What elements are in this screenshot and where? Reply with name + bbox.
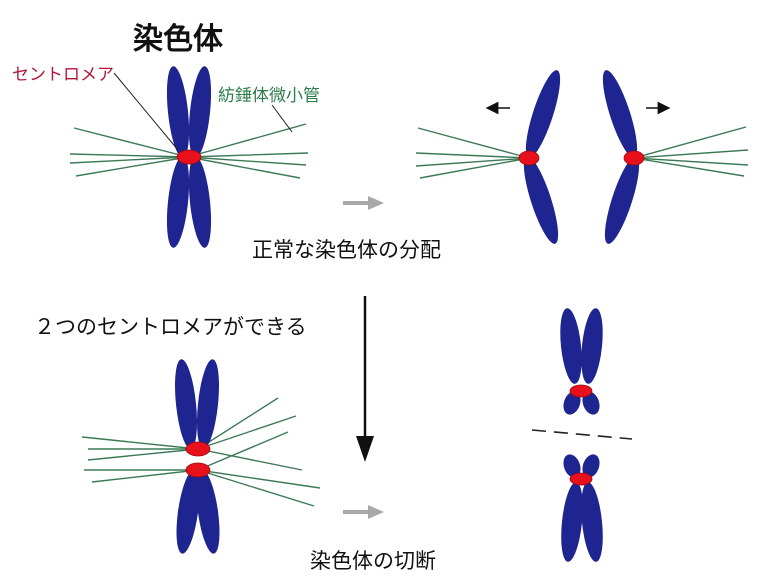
broken-chromosome-group [531,308,633,562]
black-down-arrow [356,296,374,462]
centromere-left-chromatid [518,150,540,166]
dicentric-caption: ２つのセントロメアができる [34,315,307,339]
broken-fragment-lower [561,454,603,562]
spindle-microtubules-left [69,123,309,179]
dicentric-chromosome-group [81,359,321,554]
chromosome-normal [166,66,212,248]
normal-chromosome-group [69,66,309,248]
breakage-caption: 染色体の切断 [310,549,436,573]
broken-fragment-upper [560,308,603,415]
segregated-chromatids-group [415,70,749,244]
spindle-pointer [271,104,293,133]
chromosome-dicentric [174,359,220,554]
spindle-label: 紡錘体微小管 [218,86,320,106]
centromere-upper-fragment [569,384,593,398]
spindle-microtubules-right-a [415,127,530,179]
gray-arrow-top [343,196,384,210]
normal-segregation-caption: 正常な染色体の分配 [252,238,441,262]
diagram-title: 染色体 [133,22,223,57]
chromatid-right [602,70,640,244]
spindle-microtubules-dicentric [81,397,321,507]
centromere-dicentric-2 [185,462,211,478]
centromere-label: セントロメア [12,65,114,85]
centromere-pointer [113,72,179,151]
centromere-lower-fragment [569,472,593,486]
chromatid-left [523,70,561,244]
spindle-microtubules-right-b [633,126,749,177]
break-line [531,429,633,440]
centromere-normal [176,149,202,165]
centromere-dicentric-1 [185,441,211,457]
gray-arrow-bottom [343,505,384,519]
centromere-right-chromatid [623,150,645,166]
